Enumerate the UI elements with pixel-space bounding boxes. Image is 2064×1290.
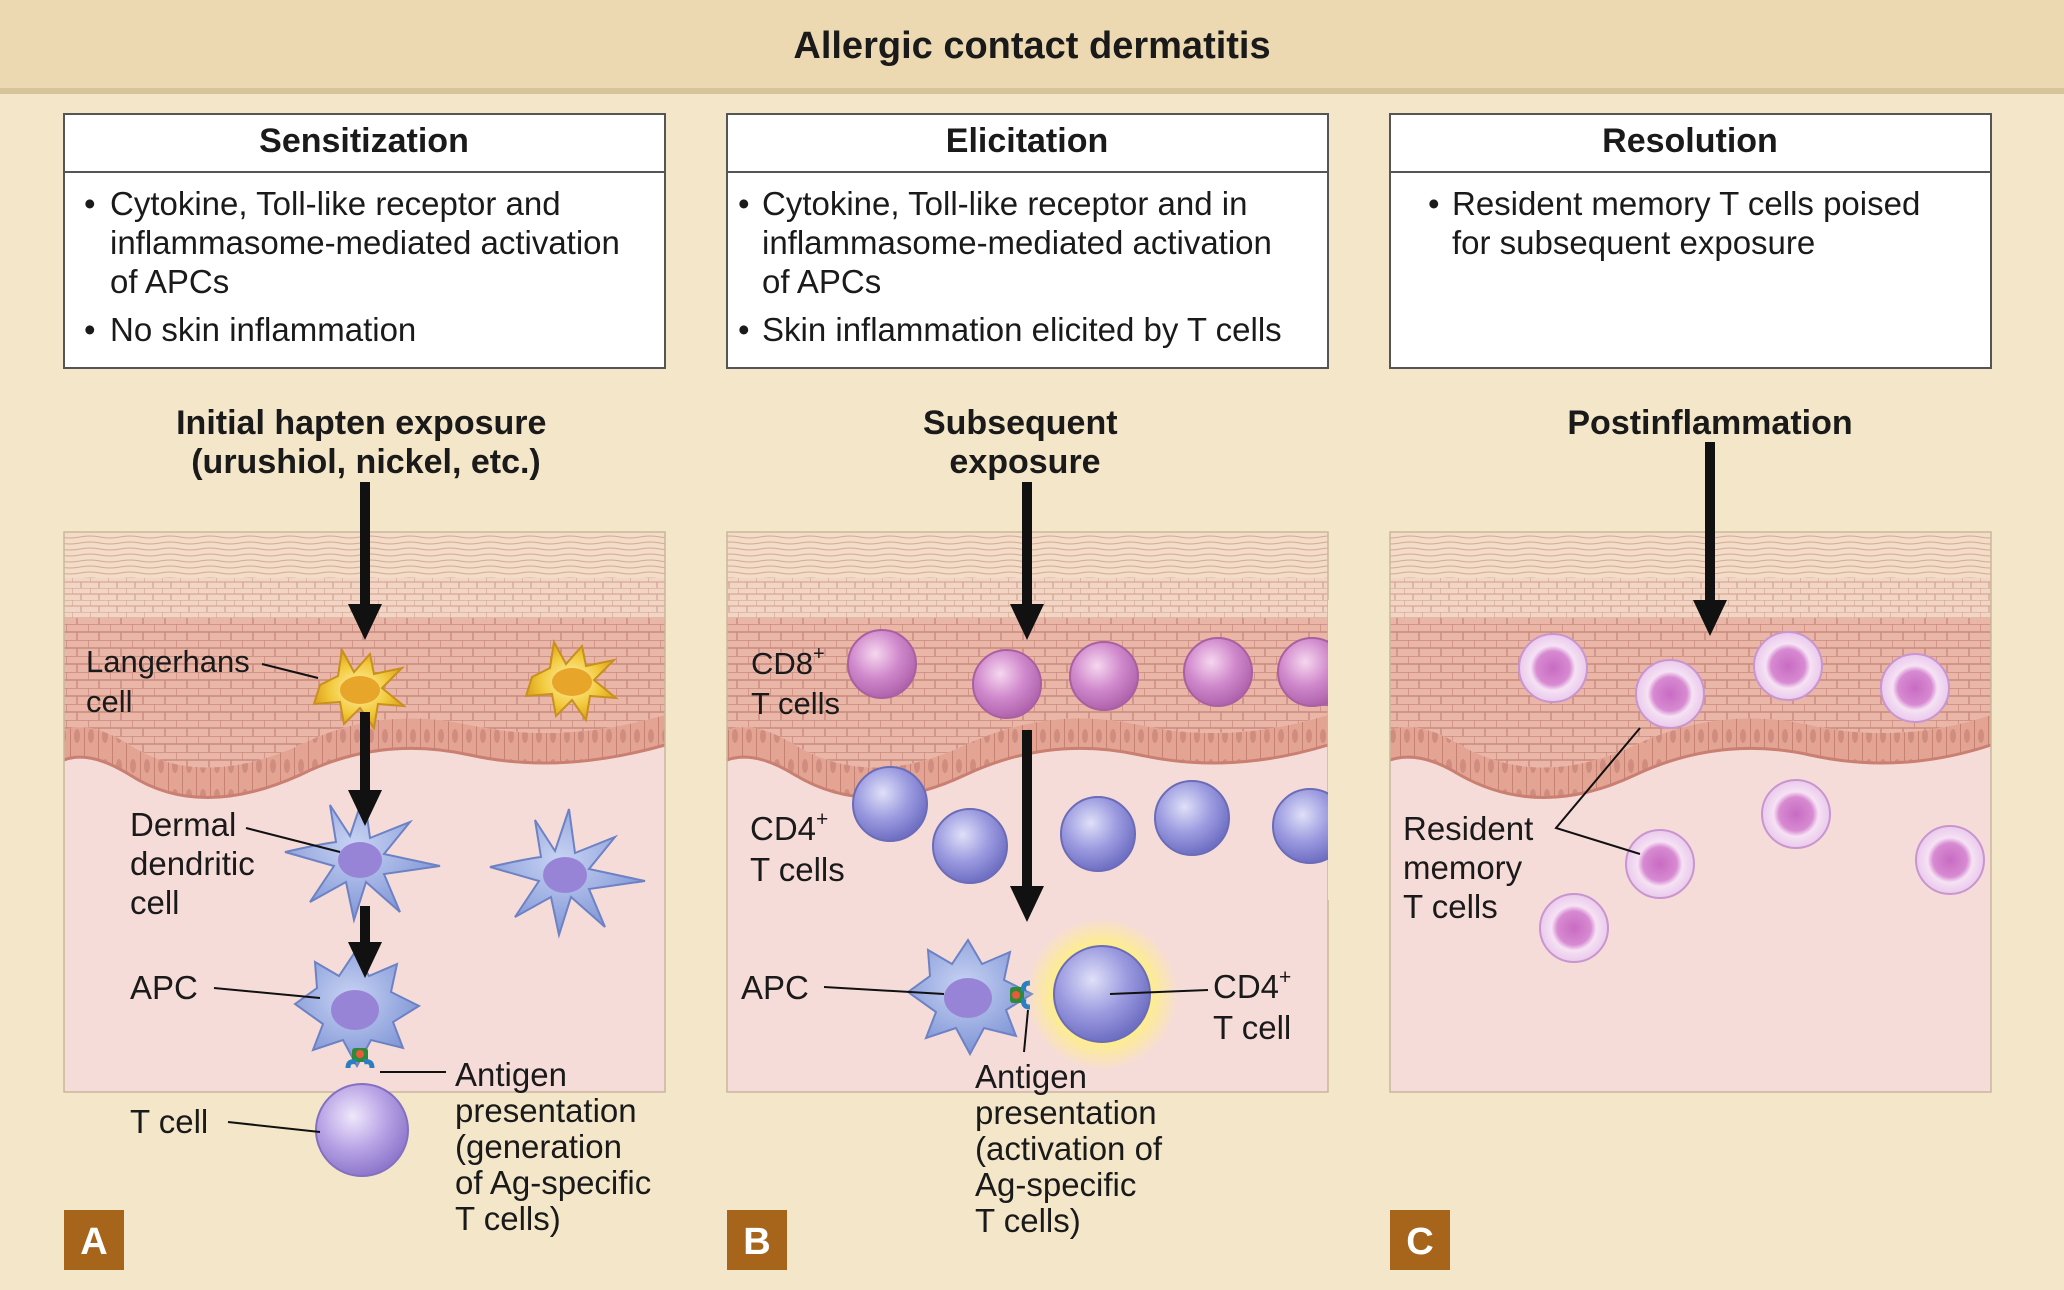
label-dermal-dc: Dermal dendritic cell — [130, 806, 264, 921]
panel-b-bullets: •Cytokine, Toll-like receptor and in inf… — [738, 185, 1282, 348]
panel-c-textbox — [1389, 113, 1992, 369]
panel-a-letter-box — [64, 1210, 124, 1270]
panel-c-header: Resolution — [1602, 122, 1778, 160]
panel-a-bullets: •Cytokine, Toll-like receptor and inflam… — [84, 185, 629, 348]
label-cd8: CD8+ — [751, 643, 825, 681]
resident-memory-t-cells — [1518, 631, 1985, 963]
dermal-dendritic-cell-2 — [489, 808, 646, 939]
label-cd4-cell: CD4+ — [1213, 966, 1291, 1005]
panel-a-letter: A — [80, 1221, 107, 1263]
panel-b-letter: B — [743, 1221, 770, 1263]
panel-c-bullets: •Resident memory T cells poised for subs… — [1428, 185, 1930, 261]
panel-c-letter-box — [1390, 1210, 1450, 1270]
title-band — [0, 0, 2064, 92]
antigen-receptor-complex — [345, 1048, 375, 1069]
panel-b-letter-box — [727, 1210, 787, 1270]
panel-elicitation: Elicitation •Cytokine, Toll-like recepto… — [726, 113, 1368, 1270]
panel-b-textbox — [726, 113, 1329, 369]
label-resident-memory: Resident memory T cells — [1403, 810, 1542, 925]
panel-a-stimulus: Initial hapten exposure (urushiol, nicke… — [176, 404, 556, 481]
label-antigen-a: Antigen presentation (generation of Ag-s… — [455, 1056, 660, 1237]
label-langerhans: Langerhans cell — [86, 644, 258, 719]
label-cd4: CD4+ — [750, 808, 828, 847]
panel-c-stimulus: Postinflammation — [1567, 404, 1852, 442]
langerhans-cell — [312, 646, 408, 731]
label-cd4-tcells: T cells — [750, 851, 845, 888]
figure-title: Allergic contact dermatitis — [793, 25, 1270, 67]
label-apc-b: APC — [741, 969, 809, 1006]
panel-b-header: Elicitation — [946, 122, 1108, 160]
label-cd4-cell-tcell: T cell — [1213, 1009, 1291, 1046]
panel-a-textbox — [63, 113, 666, 369]
panel-resolution: Resolution •Resident memory T cells pois… — [1389, 113, 1992, 1270]
panel-b-stimulus: Subsequent exposure — [923, 404, 1127, 481]
panel-c-letter: C — [1406, 1221, 1433, 1263]
dermal-dendritic-cell — [284, 793, 441, 924]
label-tcell: T cell — [130, 1103, 208, 1140]
label-cd8-tcells: T cells — [751, 686, 840, 721]
title-band-shadow — [0, 88, 2064, 94]
label-antigen-b: Antigen presentation (activation of Ag-s… — [975, 1058, 1171, 1239]
panel-a-header: Sensitization — [259, 122, 469, 160]
panel-sensitization: Sensitization •Cytokine, Toll-like recep… — [63, 113, 666, 1270]
activated-cd4-t-cell — [1053, 945, 1151, 1043]
t-cell — [315, 1083, 409, 1177]
langerhans-cell-2 — [524, 638, 620, 723]
label-apc-a: APC — [130, 969, 198, 1006]
apc-cell — [293, 950, 422, 1069]
